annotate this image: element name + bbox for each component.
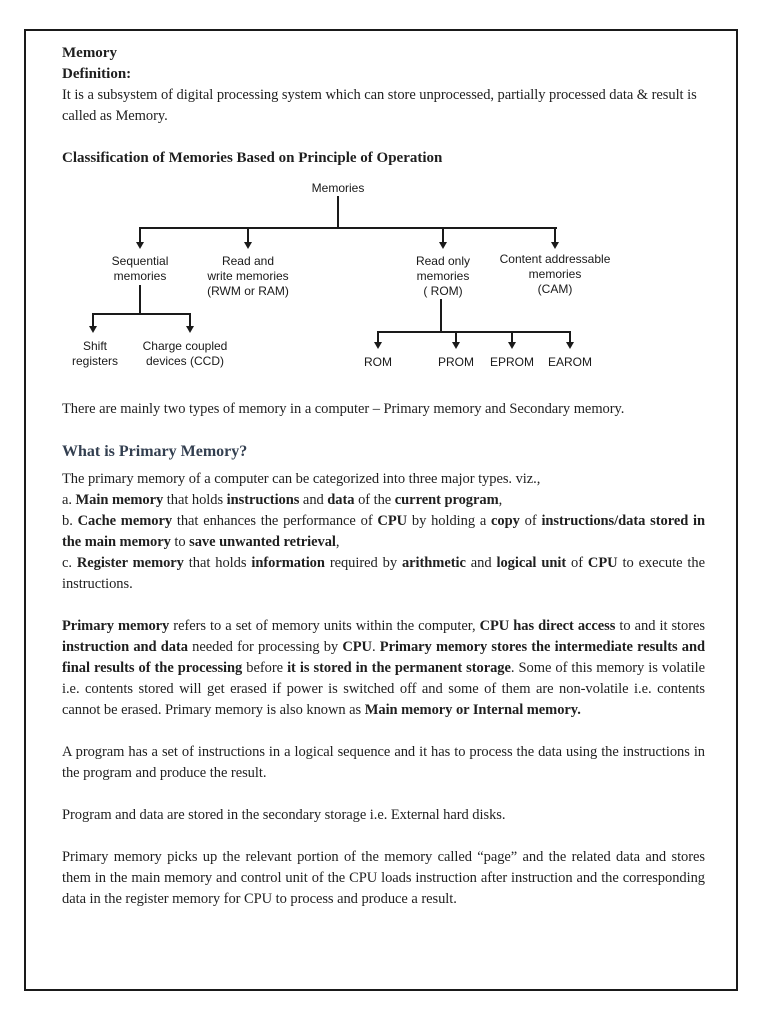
connector-line <box>139 285 141 315</box>
arrow-down-icon <box>566 342 574 349</box>
type-c-line: c. Register memory that holds informatio… <box>62 555 705 592</box>
type-b-line: b. Cache memory that enhances the perfor… <box>62 513 706 550</box>
doc-title: Memory <box>62 45 117 61</box>
arrow-down-icon <box>244 242 252 249</box>
document-content: Memory Definition: It is a subsystem of … <box>62 43 705 910</box>
document-page: Memory Definition: It is a subsystem of … <box>24 29 738 991</box>
connector-line <box>247 227 249 243</box>
primary-memory-heading: What is Primary Memory? <box>62 443 248 460</box>
program-paragraph: A program has a set of instructions in a… <box>62 744 705 781</box>
diagram-branch-label-read-write: Read and write memories (RWM or RAM) <box>207 254 289 298</box>
diagram-leaf-label-earom: EAROM <box>547 355 592 369</box>
diagram-branch-label-content-addressable: Content addressable memories (CAM) <box>499 252 611 296</box>
arrow-down-icon <box>89 326 97 333</box>
connector-line <box>455 331 457 343</box>
connector-line <box>139 227 557 229</box>
connector-line <box>92 313 94 327</box>
arrow-down-icon <box>136 242 144 249</box>
diagram-root-label: Memories <box>311 181 365 195</box>
connector-line <box>189 313 191 327</box>
arrow-down-icon <box>374 342 382 349</box>
arrow-down-icon <box>452 342 460 349</box>
arrow-down-icon <box>551 242 559 249</box>
connector-line <box>377 331 379 343</box>
connector-line <box>92 313 191 315</box>
connector-line <box>554 227 556 243</box>
connector-line <box>139 227 141 243</box>
arrow-down-icon <box>186 326 194 333</box>
types-intro-line: The primary memory of a computer can be … <box>62 471 541 487</box>
diagram-leaf-label-eprom: EPROM <box>489 355 534 369</box>
connector-line <box>377 331 571 333</box>
diagram-leaf-label-prom: PROM <box>438 355 474 369</box>
connector-line <box>442 227 444 243</box>
arrow-down-icon <box>508 342 516 349</box>
diagram-leaf-label-rom: ROM <box>364 355 392 369</box>
arrow-down-icon <box>439 242 447 249</box>
definition-heading: Definition: <box>62 66 132 82</box>
memory-classification-diagram: Memories Sequential memories Read and wr… <box>62 181 705 381</box>
connector-line <box>511 331 513 343</box>
diagram-branch-label-read-only: Read only memories ( ROM) <box>415 254 471 298</box>
storage-paragraph: Program and data are stored in the secon… <box>62 807 506 823</box>
primary-memory-paragraph: Primary memory refers to a set of memory… <box>62 618 705 718</box>
type-a-line: a. Main memory that holds instructions a… <box>62 492 503 508</box>
diagram-branch-label-sequential: Sequential memories <box>111 254 169 283</box>
connector-line <box>337 196 339 229</box>
connector-line <box>569 331 571 343</box>
connector-line <box>440 299 442 333</box>
page-paragraph: Primary memory picks up the relevant por… <box>62 849 705 907</box>
diagram-leaf-label-ccd: Charge coupled devices (CCD) <box>142 339 228 368</box>
definition-paragraph: It is a subsystem of digital processing … <box>62 87 697 124</box>
intro-paragraph: There are mainly two types of memory in … <box>62 401 625 417</box>
classification-heading: Classification of Memories Based on Prin… <box>62 150 443 166</box>
types-block: The primary memory of a computer can be … <box>62 469 705 595</box>
diagram-leaf-label-shift-registers: Shift registers <box>71 339 118 368</box>
